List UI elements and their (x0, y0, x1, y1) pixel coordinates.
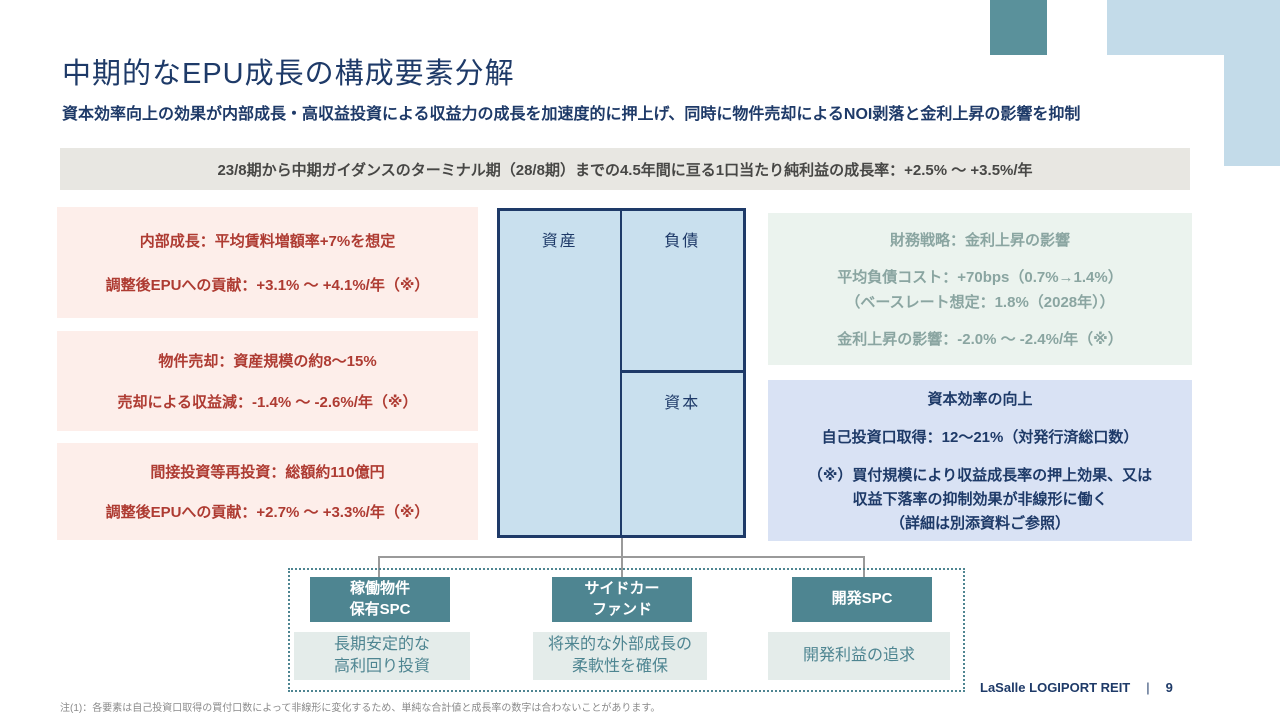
deco-square-teal-icon (990, 0, 1047, 55)
spc-header-development-line1: 開発SPC (831, 590, 893, 608)
bs-liabilities-label: 負債 (664, 233, 701, 250)
spc-desc-development: 開発利益の追求 (768, 632, 950, 680)
capital-efficiency-note3: （詳細は別添資料ご参照） (889, 515, 1070, 532)
internal-growth-box: 内部成長：平均賃料増額率+7%を想定 調整後EPUへの貢献：+3.1% ～ +4… (57, 207, 478, 318)
property-sale-box: 物件売却：資産規模の約8～15% 売却による収益減：-1.4% ～ -2.6%/… (57, 331, 478, 431)
spc-desc-sidecar-line1: 将来的な外部成長の (547, 636, 692, 654)
finance-strategy-line1: 平均負債コスト：+70bps（0.7%→1.4%） (837, 269, 1123, 286)
internal-growth-line1: 内部成長：平均賃料増額率+7%を想定 (139, 233, 396, 250)
footnote: 注(1)：各要素は自己投資口取得の買付口数によって非線形に変化するため、単純な合… (60, 703, 661, 714)
spc-header-operating-line1: 稼働物件 (349, 580, 410, 598)
spc-desc-operating: 長期安定的な 高利回り投資 (294, 632, 470, 680)
page-subtitle: 資本効率向上の効果が内部成長・高収益投資による収益力の成長を加速度的に押上げ、同… (62, 106, 1081, 123)
bs-equity-label: 資本 (664, 395, 701, 412)
spc-header-sidecar: サイドカー ファンド (552, 577, 692, 622)
spc-desc-development-line1: 開発利益の追求 (802, 647, 915, 665)
finance-strategy-box: 財務戦略：金利上昇の影響 平均負債コスト：+70bps（0.7%→1.4%） （… (768, 213, 1192, 365)
connector-line-horizontal (378, 556, 865, 558)
spc-header-operating: 稼働物件 保有SPC (310, 577, 450, 622)
property-sale-line1: 物件売却：資産規模の約8～15% (158, 353, 377, 371)
spc-header-sidecar-line1: サイドカー (584, 580, 660, 598)
spc-desc-sidecar: 将来的な外部成長の 柔軟性を確保 (533, 632, 707, 680)
finance-strategy-title: 財務戦略：金利上昇の影響 (889, 232, 1070, 249)
growth-rate-banner: 23/8期から中期ガイダンスのターミナル期（28/8期）までの4.5年間に亘る1… (60, 148, 1190, 190)
balance-sheet-diagram: 資産 負債 資本 (497, 208, 746, 538)
capital-efficiency-note1: （※）買付規模により収益成長率の押上効果、又は (807, 467, 1153, 484)
capital-efficiency-title: 資本効率の向上 (927, 391, 1033, 408)
bs-assets-cell: 資産 (500, 211, 622, 535)
bs-liabilities-cell: 負債 (621, 211, 743, 373)
spc-group-box (288, 568, 965, 692)
footer-separator: | (1146, 680, 1150, 695)
reinvestment-line1: 間接投資等再投資：総額約110億円 (150, 464, 385, 482)
brand-name: LaSalle LOGIPORT REIT (980, 680, 1131, 695)
internal-growth-line2: 調整後EPUへの貢献：+3.1% ～ +4.1%/年（※） (105, 277, 430, 294)
spc-desc-sidecar-line2: 柔軟性を確保 (571, 658, 668, 675)
deco-strip-blue-icon (1224, 0, 1280, 166)
connector-line-left (378, 556, 380, 578)
page-title: 中期的なEPU成長の構成要素分解 (62, 58, 515, 90)
bs-assets-label: 資産 (541, 233, 578, 250)
spc-header-sidecar-line2: ファンド (591, 600, 652, 618)
finance-strategy-line2: （ベースレート想定：1.8%（2028年）） (845, 294, 1115, 311)
finance-strategy-line3: 金利上昇の影響：-2.0% ～ -2.4%/年（※） (837, 331, 1123, 348)
connector-line-right (863, 556, 865, 578)
spc-header-operating-line2: 保有SPC (349, 600, 411, 618)
reinvestment-line2: 調整後EPUへの貢献：+2.7% ～ +3.3%/年（※） (105, 503, 430, 521)
connector-line-center (621, 538, 623, 578)
capital-efficiency-line1: 自己投資口取得：12～21%（対発行済総口数） (821, 429, 1139, 446)
bs-equity-cell: 資本 (622, 373, 744, 535)
property-sale-line2: 売却による収益減：-1.4% ～ -2.6%/年（※） (117, 393, 418, 411)
page-number: 9 (1165, 680, 1173, 695)
spc-desc-operating-line2: 高利回り投資 (333, 658, 430, 675)
reinvestment-box: 間接投資等再投資：総額約110億円 調整後EPUへの貢献：+2.7% ～ +3.… (57, 443, 478, 540)
spc-desc-operating-line1: 長期安定的な (333, 636, 430, 654)
growth-rate-banner-text: 23/8期から中期ガイダンスのターミナル期（28/8期）までの4.5年間に亘る1… (217, 161, 1033, 179)
capital-efficiency-note2: 収益下落率の抑制効果が非線形に働く (852, 491, 1108, 508)
spc-header-development: 開発SPC (792, 577, 932, 622)
capital-efficiency-box: 資本効率の向上 自己投資口取得：12～21%（対発行済総口数） （※）買付規模に… (768, 380, 1192, 541)
brand-footer: LaSalle LOGIPORT REIT | 9 (980, 680, 1173, 695)
